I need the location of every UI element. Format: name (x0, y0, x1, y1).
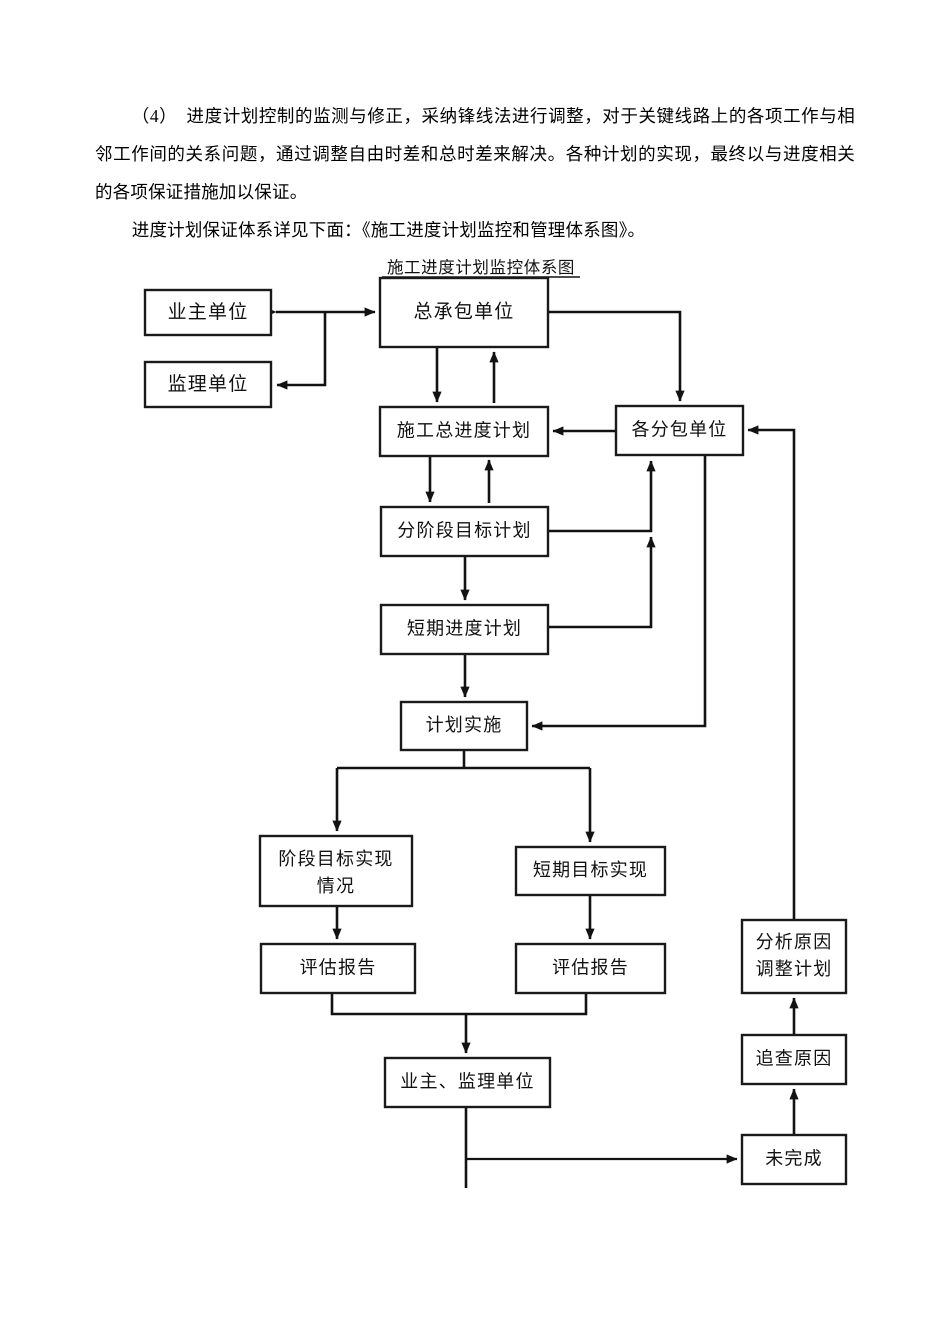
edge-main-contractor-supervisor (276, 312, 327, 390)
node-analyze-label-line2: 调整计划 (756, 959, 833, 979)
node-incomplete[interactable]: 未完成 (740, 1133, 848, 1186)
edge-reports-bus (330, 993, 588, 1016)
node-report-right-label: 评估报告 (552, 958, 629, 978)
node-phase-plan[interactable]: 分阶段目标计划 (379, 505, 550, 558)
node-incomplete-label: 未完成 (765, 1149, 823, 1169)
node-trace-label: 追查原因 (756, 1049, 833, 1069)
node-phase-result-label-line2: 情况 (317, 876, 355, 896)
node-supervisor[interactable]: 监理单位 (143, 360, 273, 409)
edge-analyze-subcontractors (747, 425, 796, 920)
node-short-result[interactable]: 短期目标实现 (514, 845, 667, 897)
node-trace[interactable]: 追查原因 (740, 1033, 848, 1086)
node-report-left[interactable]: 评估报告 (259, 942, 417, 995)
chart-title: 施工进度计划监控体系图 (387, 258, 575, 277)
node-owner-label: 业主单位 (168, 301, 249, 323)
node-analyze[interactable]: 分析原因 调整计划 (740, 918, 848, 995)
node-main-contractor-label: 总承包单位 (413, 300, 514, 322)
node-owner-supervisor[interactable]: 业主、监理单位 (383, 1056, 552, 1109)
edge-short-plan-subcontractors (548, 536, 656, 629)
node-implement-label: 计划实施 (426, 715, 503, 735)
paragraph-1: （4） 进度计划控制的监测与修正，采纳锋线法进行调整，对于关键线路上的各项工作与… (95, 106, 855, 202)
node-report-right[interactable]: 评估报告 (514, 942, 667, 995)
node-master-plan[interactable]: 施工总进度计划 (378, 405, 550, 458)
node-supervisor-label: 监理单位 (168, 373, 249, 395)
node-report-left-label: 评估报告 (300, 958, 377, 978)
paragraph-2: 进度计划保证体系详见下面：《施工进度计划监控和管理体系图》。 (131, 219, 646, 240)
edge-main-contractor-subcontractors (548, 310, 685, 402)
node-subcontractors-label: 各分包单位 (632, 420, 728, 440)
edge-phase-plan-subcontractors (548, 460, 656, 533)
node-subcontractors[interactable]: 各分包单位 (614, 404, 745, 457)
node-master-plan-label: 施工总进度计划 (397, 421, 531, 441)
node-implement[interactable]: 计划实施 (399, 700, 529, 752)
node-short-plan[interactable]: 短期进度计划 (379, 603, 550, 656)
node-short-plan-label: 短期进度计划 (407, 619, 522, 639)
node-analyze-label-line1: 分析原因 (756, 932, 833, 952)
node-owner-supervisor-label: 业主、监理单位 (400, 1072, 534, 1092)
node-phase-result[interactable]: 阶段目标实现 情况 (258, 834, 414, 908)
node-owner[interactable]: 业主单位 (143, 288, 273, 337)
body-text: （4） 进度计划控制的监测与修正，采纳锋线法进行调整，对于关键线路上的各项工作与… (95, 98, 855, 250)
node-phase-result-label-line1: 阶段目标实现 (278, 849, 393, 869)
node-main-contractor[interactable]: 总承包单位 (378, 276, 550, 349)
node-phase-plan-label: 分阶段目标计划 (397, 521, 531, 541)
node-short-result-label: 短期目标实现 (533, 860, 648, 880)
edge-subcontractors-implement (531, 455, 707, 731)
